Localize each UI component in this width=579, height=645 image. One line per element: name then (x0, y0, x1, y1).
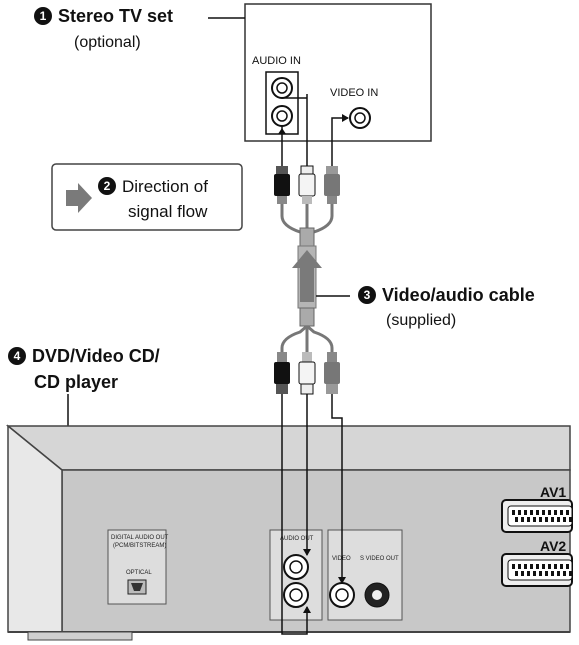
scart-pin (557, 517, 560, 522)
scart-pin (539, 517, 542, 522)
scart-pin (515, 517, 518, 522)
audio-in-jack-top (271, 77, 293, 99)
player-line1: DVD/Video CD/ (32, 346, 160, 366)
video-in-jack (349, 107, 371, 129)
scart-pin (536, 510, 539, 515)
player-video-wire (331, 394, 343, 583)
scart-pin (560, 564, 563, 569)
scart-pin (524, 510, 527, 515)
flow-line1: Direction of (122, 177, 208, 196)
flow-legend-arrow (66, 183, 92, 213)
player-top-face (5, 425, 571, 471)
av1-label: AV1 (540, 484, 567, 500)
scart-pin (536, 564, 539, 569)
scart-pin (554, 564, 557, 569)
digital-out-label: DIGITAL AUDIO OUT (111, 535, 169, 541)
bottom-plug-white (298, 352, 316, 395)
scart-pin (539, 571, 542, 576)
scart-pin (560, 510, 563, 515)
flow-number-badge: 2 (98, 177, 116, 195)
scart-pins (512, 510, 572, 576)
scart-pin (512, 510, 515, 515)
flow-line2: signal flow (128, 202, 208, 221)
player-audio-left-wire (281, 394, 308, 635)
player-line2: CD player (34, 372, 119, 392)
audio-out-jack-top (283, 554, 309, 580)
s-video-out-label: S VIDEO OUT (360, 556, 399, 562)
scart-pin (515, 571, 518, 576)
signal-flow-arrow-up (292, 250, 322, 302)
scart-pin (530, 510, 533, 515)
video-label: VIDEO (332, 556, 351, 562)
scart-pin (527, 571, 530, 576)
cable-number-badge: 3 (358, 286, 376, 304)
scart-pin (518, 564, 521, 569)
tv-note: (optional) (74, 34, 141, 51)
player-foot (27, 631, 133, 641)
scart-pin (542, 510, 545, 515)
tv-label: 1 Stereo TV set (34, 6, 173, 27)
scart-pin (542, 564, 545, 569)
scart-pin (554, 510, 557, 515)
player-number-badge: 4 (8, 347, 26, 365)
top-plug-white (298, 165, 316, 204)
scart-pin (527, 517, 530, 522)
cable-label: 3 Video/audio cable (358, 285, 535, 306)
top-plug-red (274, 166, 290, 204)
video-out-jack (329, 582, 355, 608)
scart-pin (566, 510, 569, 515)
scart-pin (518, 510, 521, 515)
scart-pin (557, 571, 560, 576)
scart-pin (569, 517, 572, 522)
audio-in-jack-bottom (271, 105, 293, 127)
scart-pin (551, 571, 554, 576)
tv-number-badge: 1 (34, 7, 52, 25)
audio-out-label: AUDIO OUT (280, 536, 314, 542)
scart-pin (563, 517, 566, 522)
scart-pin (512, 564, 515, 569)
player-label: 4 DVD/Video CD/ (8, 346, 160, 367)
cable-note: (supplied) (386, 312, 457, 329)
bottom-plug-yellow (324, 352, 340, 394)
scart-pin (533, 517, 536, 522)
scart-pin (521, 571, 524, 576)
scart-pin (545, 571, 548, 576)
scart-pin (530, 564, 533, 569)
cable-split-bottom (280, 324, 334, 356)
audio-in-label: AUDIO IN (252, 55, 301, 67)
optical-label: OPTICAL (126, 570, 152, 576)
scart-pin (545, 517, 548, 522)
top-plug-yellow (324, 166, 340, 204)
scart-pin (563, 571, 566, 576)
scart-pin (551, 517, 554, 522)
bottom-plug-red (274, 352, 290, 394)
digital-out-sub-label: (PCM/BITSTREAM) (113, 543, 167, 549)
scart-pin (533, 571, 536, 576)
scart-pin (524, 564, 527, 569)
scart-pin (548, 564, 551, 569)
cable-title: Video/audio cable (382, 285, 535, 305)
scart-pin (569, 571, 572, 576)
scart-pin (548, 510, 551, 515)
audio-out-jack-bottom (283, 582, 309, 608)
flow-label: 2 Direction of (98, 177, 208, 197)
video-in-label: VIDEO IN (330, 87, 379, 99)
scart-pin (521, 517, 524, 522)
av2-label: AV2 (540, 538, 567, 554)
scart-pin (566, 564, 569, 569)
tv-title: Stereo TV set (58, 6, 174, 26)
